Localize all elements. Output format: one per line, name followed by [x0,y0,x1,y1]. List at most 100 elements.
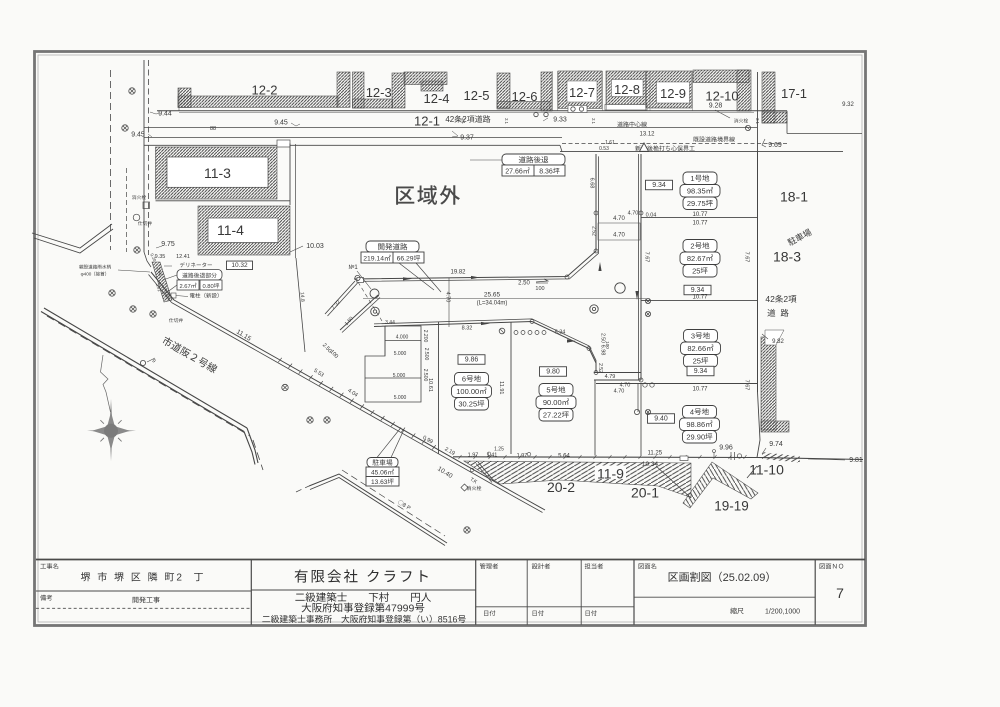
svg-text:10.77: 10.77 [692,295,708,301]
svg-text:9.45: 9.45 [131,132,145,139]
svg-text:9.86: 9.86 [465,357,479,364]
svg-text:12-3: 12-3 [366,85,392,100]
svg-text:4: 4 [690,407,694,416]
svg-text:12.41: 12.41 [176,254,190,260]
svg-text:2.200: 2.200 [422,330,428,343]
svg-text:2.1: 2.1 [591,118,596,124]
svg-text:2.19: 2.19 [443,446,455,457]
svg-text:2.50: 2.50 [518,281,530,287]
svg-text:10.34: 10.34 [642,461,659,468]
svg-text:5.53: 5.53 [312,368,324,379]
svg-text:18-3: 18-3 [773,249,801,265]
svg-text:13.63: 13.63 [371,479,388,486]
svg-text:9.75: 9.75 [161,241,175,248]
svg-text:1.41: 1.41 [487,453,498,459]
svg-text:φ400: φ400 [81,272,92,277]
svg-text:9.74: 9.74 [769,441,783,448]
svg-text:8516: 8516 [438,614,458,624]
svg-text:9.37: 9.37 [460,135,474,142]
svg-text:11-9: 11-9 [597,466,624,482]
svg-text:11-10: 11-10 [749,462,784,478]
svg-text:2.50: 2.50 [321,342,333,354]
svg-text:7.32: 7.32 [330,299,342,311]
svg-text:4.70: 4.70 [613,216,625,222]
svg-text:9.33: 9.33 [553,117,567,124]
svg-text:1.97: 1.97 [517,453,528,459]
svg-text:9.69: 9.69 [768,142,782,149]
svg-text:17-1: 17-1 [781,86,807,101]
svg-text:12-2: 12-2 [251,83,277,98]
svg-text:0.80: 0.80 [202,284,213,290]
svg-text:1.50: 1.50 [344,316,355,327]
svg-text:10.77: 10.77 [692,221,708,227]
svg-text:8.32: 8.32 [462,326,473,332]
svg-text:T.K: T.K [469,477,479,486]
svg-text:0.20: 0.20 [149,253,157,263]
svg-text:5.64: 5.64 [558,454,570,460]
svg-text:6.68: 6.68 [589,178,595,189]
svg-text:12-5: 12-5 [463,88,489,103]
svg-text:7.67: 7.67 [744,252,750,263]
svg-text:1/200,1000: 1/200,1000 [765,609,800,616]
svg-text:4.70: 4.70 [628,211,639,217]
svg-text:98.35: 98.35 [687,186,706,195]
svg-text:10.77: 10.77 [692,212,708,218]
svg-text:9.45: 9.45 [274,120,288,127]
svg-text:219.14: 219.14 [363,256,384,263]
svg-text:12-10: 12-10 [705,89,738,104]
svg-text:19-19: 19-19 [714,499,749,514]
svg-text:4.04: 4.04 [346,388,358,399]
svg-text:11.91: 11.91 [498,381,504,394]
svg-text:6.98: 6.98 [600,345,606,356]
svg-text:2.1: 2.1 [755,118,760,124]
svg-text:82.66: 82.66 [687,344,706,353]
svg-text:2.500: 2.500 [422,369,428,382]
svg-text:9.82: 9.82 [772,339,784,345]
svg-text:12-1: 12-1 [414,114,440,129]
svg-text:20-1: 20-1 [631,485,659,501]
svg-text:9.34: 9.34 [694,368,708,375]
svg-text:2.52: 2.52 [591,226,597,236]
svg-text:12-6: 12-6 [511,89,537,104]
svg-text:9.34: 9.34 [691,287,705,294]
svg-text:100.00: 100.00 [456,387,479,396]
svg-text:(L=34.04m): (L=34.04m) [477,301,508,307]
svg-text:3: 3 [691,331,695,340]
svg-text:10.61: 10.61 [427,378,433,392]
svg-text:4.70: 4.70 [613,233,625,239]
svg-text:2: 2 [690,241,694,250]
svg-text:8 P: 8 P [401,502,411,511]
svg-text:100: 100 [605,341,610,349]
svg-text:5.000: 5.000 [393,373,406,379]
svg-text:100: 100 [328,349,339,360]
svg-text:9.80: 9.80 [546,369,560,376]
svg-text:8.36: 8.36 [539,169,553,176]
svg-text:100: 100 [535,286,544,292]
svg-text:5: 5 [546,385,550,394]
svg-text:4.70: 4.70 [614,389,625,395]
svg-text:88: 88 [210,126,216,132]
svg-text:0.99: 0.99 [421,435,433,446]
svg-text:2.1: 2.1 [504,118,509,124]
svg-text:14.8: 14.8 [299,292,306,302]
svg-text:19.82: 19.82 [450,270,466,276]
svg-text:9.81: 9.81 [849,457,863,464]
svg-text:27.22: 27.22 [543,410,562,419]
svg-text:4.70: 4.70 [620,383,631,389]
svg-text:2.1: 2.1 [461,118,466,124]
svg-text:9.44: 9.44 [158,111,172,118]
svg-text:82.67: 82.67 [687,254,706,263]
svg-text:4.000: 4.000 [396,335,409,341]
svg-text:42: 42 [765,294,775,304]
svg-text:5.34: 5.34 [555,330,566,336]
svg-text:5.000: 5.000 [394,395,407,401]
svg-text:27.66: 27.66 [505,169,523,176]
svg-text:1.97: 1.97 [468,453,479,459]
svg-text:9.28: 9.28 [709,103,723,110]
svg-text:9.34: 9.34 [652,182,666,189]
svg-text:11-4: 11-4 [217,222,244,238]
svg-text:25.02.09: 25.02.09 [723,572,766,584]
svg-text:2: 2 [783,294,788,304]
svg-text:11-3: 11-3 [204,165,231,181]
svg-text:6: 6 [462,374,466,383]
